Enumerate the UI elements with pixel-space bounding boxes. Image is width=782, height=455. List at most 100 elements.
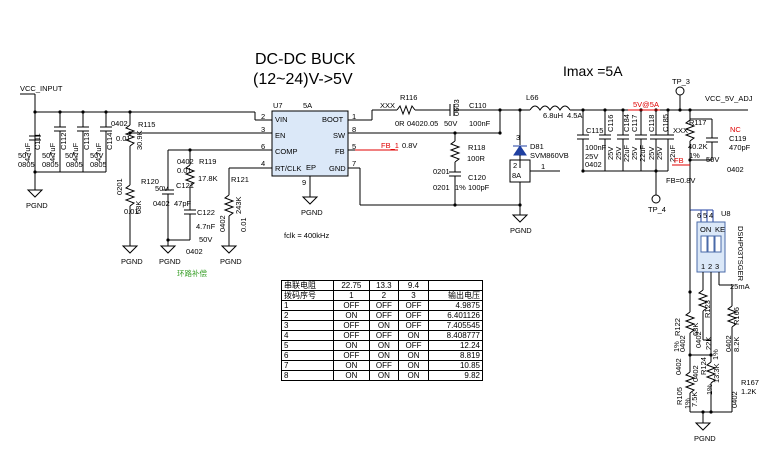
svg-text:5: 5 xyxy=(352,142,356,151)
svg-text:6.8uH: 6.8uH xyxy=(543,111,563,120)
svg-text:25V: 25V xyxy=(655,147,664,160)
svg-text:0402: 0402 xyxy=(694,331,703,348)
svg-text:R123: R123 xyxy=(703,300,712,318)
pgnd-ladder-symbol xyxy=(694,422,712,431)
net-vcc-input: VCC_INPUT xyxy=(20,84,63,93)
table-cell: 8 xyxy=(280,370,335,381)
svg-text:4: 4 xyxy=(261,159,265,168)
r117-c119-wires xyxy=(684,110,718,210)
u8-switch-3[interactable] xyxy=(714,235,722,253)
svg-text:EN: EN xyxy=(275,131,285,140)
svg-text:0201: 0201 xyxy=(115,178,124,195)
input-cap-c111: C111 50V 0805 4.7uF xyxy=(18,133,42,169)
svg-text:30.9K: 30.9K xyxy=(135,130,144,150)
svg-text:2: 2 xyxy=(708,262,712,271)
svg-text:17.8K: 17.8K xyxy=(198,174,218,183)
svg-text:50V: 50V xyxy=(65,151,78,160)
u8-switch-1[interactable] xyxy=(700,235,708,253)
table-cell: 6.401126 xyxy=(427,310,484,321)
tp3-label: TP_3 xyxy=(672,77,690,86)
out-cap-c117: C117 25V 22uF xyxy=(630,115,647,162)
svg-text:25V: 25V xyxy=(647,147,656,160)
svg-text:1%: 1% xyxy=(711,349,720,360)
u8-wires xyxy=(690,209,714,222)
r118-labels: R118 100R 0201 xyxy=(433,143,486,176)
u7-right-pins: BOOT 1 SW 8 FB 5 GND 7 xyxy=(322,112,356,173)
svg-text:243K: 243K xyxy=(234,196,243,214)
table-cell: 13.3 xyxy=(368,280,400,291)
output-caps-wires xyxy=(577,110,674,195)
out-cap-c116: C116 25V xyxy=(606,115,615,160)
svg-text:C113: C113 xyxy=(82,133,91,150)
diagram-subtitle: (12~24)V->5V xyxy=(253,71,353,88)
u8-top-pins: 6 5 4 xyxy=(697,211,713,220)
pgnd-r120-label: PGND xyxy=(121,257,143,266)
table-cell: 1 xyxy=(333,290,370,301)
table-cell: 1 xyxy=(280,300,335,311)
table-cell: OFF xyxy=(368,310,400,321)
svg-text:2: 2 xyxy=(513,161,517,170)
table-cell: 串联电阻 xyxy=(280,280,335,291)
svg-text:R120: R120 xyxy=(141,177,159,186)
input-cap-c114: C114 50V 0805 4.7uF xyxy=(90,133,114,169)
svg-text:1%: 1% xyxy=(683,398,692,409)
net-5v-5a: 5V@5A xyxy=(633,100,659,109)
pgnd-rt-symbol xyxy=(220,245,238,254)
svg-text:22K: 22K xyxy=(704,337,713,350)
svg-text:1.2K: 1.2K xyxy=(741,387,756,396)
fb-voltage-label: 0.8V xyxy=(402,141,417,150)
svg-text:3: 3 xyxy=(715,262,719,271)
svg-text:0402: 0402 xyxy=(218,215,227,232)
svg-text:0402: 0402 xyxy=(177,157,194,166)
d81-labels: 3 D81 SVM860VB 2 8A 1 xyxy=(512,133,569,180)
svg-text:R116: R116 xyxy=(400,93,417,102)
svg-text:XXX: XXX xyxy=(380,101,395,110)
table-cell: OFF xyxy=(333,320,370,331)
pgnd-input-symbol xyxy=(26,185,44,198)
pgnd-r120-symbol xyxy=(121,245,139,254)
svg-text:47pF: 47pF xyxy=(174,199,192,208)
table-cell: ON xyxy=(368,340,400,351)
svg-text:XXX: XXX xyxy=(673,126,688,135)
svg-text:0805: 0805 xyxy=(42,160,59,169)
table-cell: ON xyxy=(368,350,400,361)
svg-text:RT/CLK: RT/CLK xyxy=(275,164,302,173)
svg-text:8: 8 xyxy=(352,125,356,134)
c119-labels: C119 470pF 50V 0402 xyxy=(706,134,751,174)
svg-text:2: 2 xyxy=(261,112,265,121)
svg-text:0402: 0402 xyxy=(691,365,700,382)
pgnd-rt-label: PGND xyxy=(220,257,242,266)
svg-text:25V: 25V xyxy=(614,147,623,160)
table-cell: OFF xyxy=(398,340,429,351)
input-cap-c113: C113 50V 0805 4.7uF xyxy=(65,133,91,169)
u7-ref: U7 xyxy=(273,101,283,110)
svg-text:50V: 50V xyxy=(155,184,168,193)
table-cell: 3 xyxy=(398,290,429,301)
net-vcc-5v-adj: VCC_5V_ADJ xyxy=(705,94,753,103)
svg-text:0805: 0805 xyxy=(18,160,35,169)
svg-text:04020.05: 04020.05 xyxy=(407,119,438,128)
c120-labels: C120 0201 1% 100pF xyxy=(433,173,490,192)
svg-text:25V: 25V xyxy=(585,152,598,161)
svg-text:R166: R166 xyxy=(732,307,741,325)
svg-text:3: 3 xyxy=(516,133,520,142)
svg-text:68K: 68K xyxy=(691,323,700,336)
u8-switch-2[interactable] xyxy=(707,235,715,253)
svg-text:C111: C111 xyxy=(33,133,42,150)
svg-text:50V: 50V xyxy=(706,155,719,164)
pgnd-ladder-label: PGND xyxy=(694,434,716,443)
r115-labels: 0402 R115 0.01 30.9K xyxy=(111,119,155,150)
svg-text:R117: R117 xyxy=(689,118,706,127)
svg-text:C185: C185 xyxy=(661,114,670,132)
svg-text:50V: 50V xyxy=(444,119,457,128)
svg-text:R122: R122 xyxy=(673,318,682,336)
svg-text:0201: 0201 xyxy=(433,183,450,192)
table-cell: 12.24 xyxy=(427,340,484,351)
out-cap-c185: C185 22uF 25V xyxy=(655,114,677,162)
table-cell: OFF xyxy=(398,310,429,321)
svg-text:0.01: 0.01 xyxy=(124,207,139,216)
table-cell: OFF xyxy=(368,360,400,371)
